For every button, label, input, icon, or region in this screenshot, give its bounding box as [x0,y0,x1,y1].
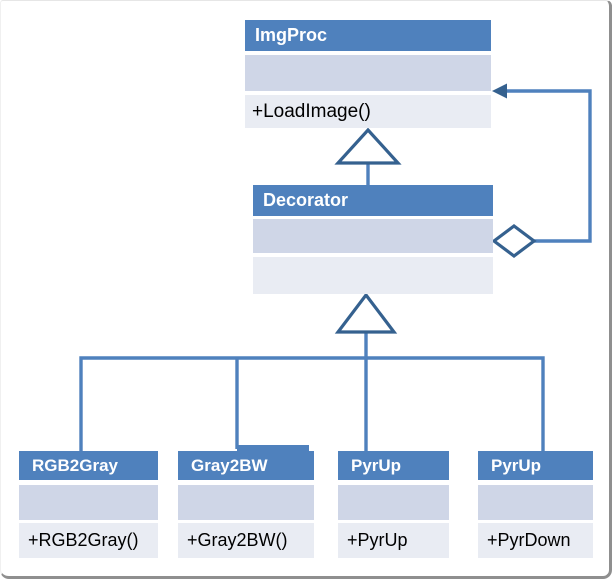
inheritance-triangle-imgproc-icon [334,127,402,165]
class-gray2bw-name: Gray2BW [178,451,314,480]
class-decorator-methods [253,257,493,294]
class-pyrup-second: PyrUp +PyrDown [478,451,593,558]
class-pyrup-first-methods: +PyrUp [338,523,449,558]
class-gray2bw-methods: +Gray2BW() [178,523,314,558]
aggregation-line [506,89,592,243]
class-rgb2gray-attributes [19,485,158,520]
class-pyrup-second-methods: +PyrDown [478,523,593,558]
class-imgproc: ImgProc +LoadImage() [245,20,491,128]
inheritance-triangle-decorator-icon [334,292,398,334]
class-imgproc-methods: +LoadImage() [245,95,491,128]
class-decorator: Decorator [253,185,493,294]
class-pyrup-first: PyrUp +PyrUp [338,451,449,558]
class-decorator-attributes [253,219,493,253]
arrowhead-icon [492,83,507,99]
class-pyrup-second-attributes [478,485,593,520]
inheritance-tree-line [79,356,545,452]
gray2bw-connector-tab [237,445,309,453]
class-imgproc-attributes [245,55,491,91]
class-pyrup-first-attributes [338,485,449,520]
class-pyrup-second-name: PyrUp [478,451,593,480]
class-gray2bw: Gray2BW +Gray2BW() [178,451,314,558]
class-decorator-name: Decorator [253,185,493,216]
class-rgb2gray: RGB2Gray +RGB2Gray() [19,451,158,558]
class-pyrup-first-name: PyrUp [338,451,449,480]
class-imgproc-name: ImgProc [245,20,491,51]
aggregation-diamond-icon [491,224,537,258]
class-rgb2gray-name: RGB2Gray [19,451,158,480]
class-rgb2gray-methods: +RGB2Gray() [19,523,158,558]
class-gray2bw-attributes [178,485,314,520]
